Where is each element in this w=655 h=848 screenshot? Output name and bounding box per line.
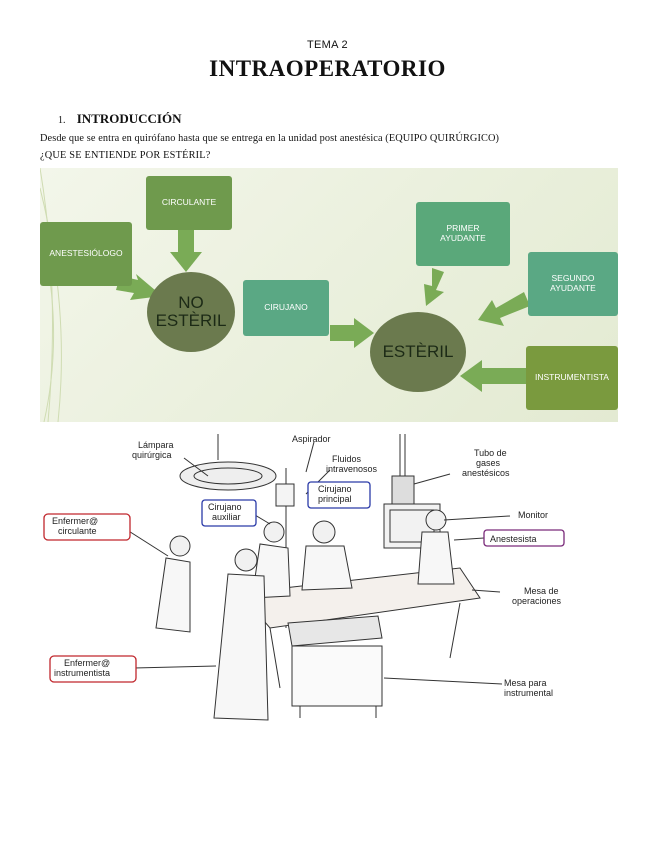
page-title: INTRAOPERATORIO: [209, 56, 446, 81]
sterile-question: ¿QUE SE ENTIENDE POR ESTÉRIL?: [40, 150, 211, 161]
aspirator-label: Aspirador: [292, 434, 331, 444]
circulating-box: CIRCULANTE: [146, 176, 232, 230]
svg-text:Enfermer@instrumentista: Enfermer@instrumentista: [54, 658, 110, 678]
svg-text:Anestesista: Anestesista: [490, 534, 537, 544]
surgeon-label: CIRUJANO: [264, 302, 308, 313]
scrub-nurse-box: INSTRUMENTISTA: [526, 346, 618, 410]
second-assistant-box: SEGUNDO AYUDANTE: [528, 252, 618, 316]
scrub-nurse-tag: Enfermer@instrumentista: [49, 655, 137, 683]
first-assistant-box: PRIMER AYUDANTE: [416, 202, 510, 266]
topic-label: TEMA 2: [307, 39, 348, 51]
surgeon-box: CIRUJANO: [243, 280, 329, 336]
first-assistant-label: PRIMER AYUDANTE: [440, 223, 486, 243]
second-assistant-label: SEGUNDO AYUDANTE: [550, 273, 596, 293]
sterile-team-diagram: ANESTESIÓLOGO CIRCULANTE NO ESTÈRIL CIRU…: [40, 168, 618, 422]
section-title: INTRODUCCIÓN: [76, 111, 182, 126]
sterile-label: ESTÈRIL: [382, 342, 454, 362]
scrub-nurse-label: INSTRUMENTISTA: [535, 372, 609, 383]
circulating-nurse-tag: Enfermer@circulante: [43, 513, 131, 541]
intro-paragraph: Desde que se entra en quirófano hasta qu…: [40, 133, 500, 144]
monitor-label: Monitor: [518, 510, 548, 520]
anesthesiologist-label: ANESTESIÓLOGO: [49, 248, 123, 259]
anesthesiologist-box: ANESTESIÓLOGO: [40, 222, 132, 286]
circulating-label: CIRCULANTE: [161, 197, 217, 208]
non-sterile-label: NO ESTÈRIL: [155, 293, 227, 330]
section-heading: 1. INTRODUCCIÓN: [58, 111, 181, 127]
sterile-circle: ESTÈRIL: [370, 312, 466, 392]
svg-text:Enfermer@circulante: Enfermer@circulante: [52, 516, 98, 536]
non-sterile-circle: NO ESTÈRIL: [147, 272, 235, 352]
section-number: 1.: [58, 115, 66, 126]
anesthetist-tag: Anestesista: [483, 529, 565, 547]
